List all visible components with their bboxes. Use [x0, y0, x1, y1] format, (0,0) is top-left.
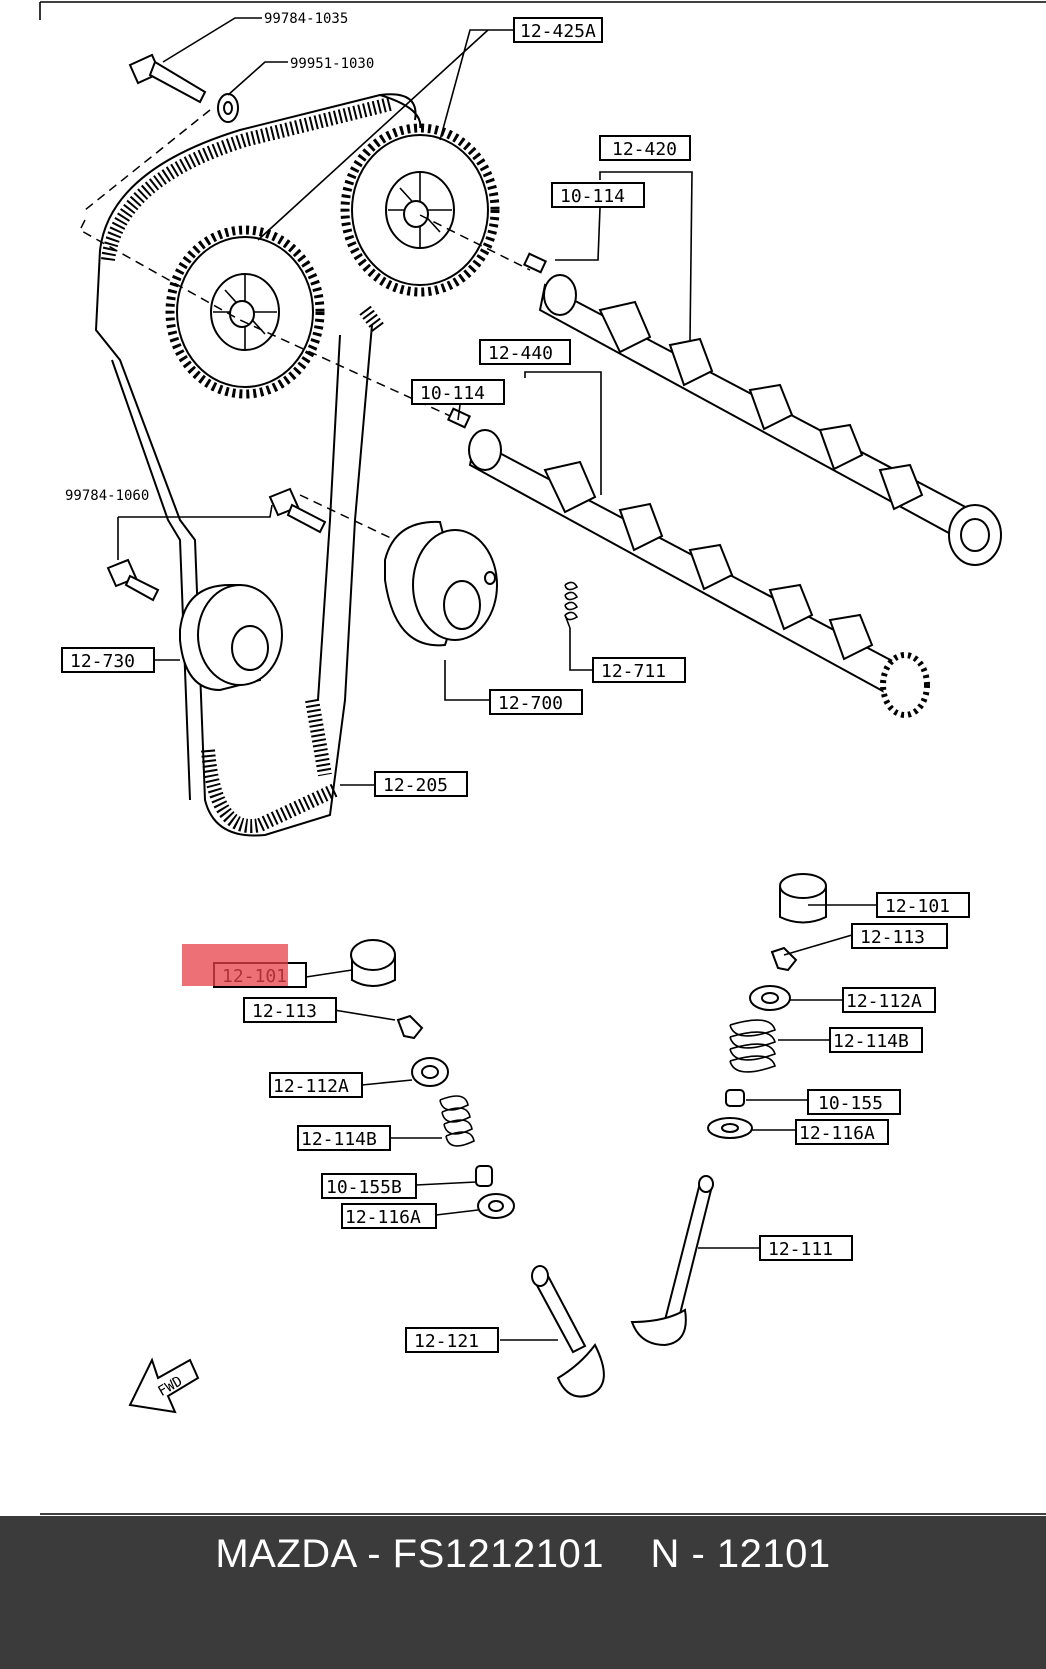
exploded-view: FWD 99784-1035 99951-1030 12-425: [39, 1, 1046, 1515]
bolt-mid: [268, 487, 327, 534]
spring-right: [729, 1019, 776, 1073]
label-pin-114-top: 10-114: [560, 186, 625, 207]
label-retainer-right: 12-112A: [846, 991, 922, 1012]
seat-left: [477, 1193, 515, 1219]
footer-bar: MAZDA - FS1212101 N - 12101: [0, 1516, 1046, 1669]
seat-right: [707, 1117, 753, 1139]
label-bolt-mid: 99784-1060: [65, 488, 149, 504]
keeper-left: [396, 1014, 424, 1040]
leader-lines: [117, 17, 877, 1341]
seal-left: [475, 1165, 493, 1187]
cam-gear-left: [165, 225, 325, 399]
label-tensioner-700: 12-700: [498, 693, 563, 714]
label-idler-730: 12-730: [70, 651, 135, 672]
camshaft-upper: [522, 252, 1002, 566]
label-washer-top: 99951-1030: [290, 56, 374, 72]
timing-belt: [94, 93, 422, 837]
keeper-right: [770, 946, 798, 972]
label-retainer-left: 12-112A: [273, 1076, 349, 1097]
label-keeper-left: 12-113: [252, 1001, 317, 1022]
tensioner-pulley: [384, 520, 498, 647]
tappet-left: [350, 939, 396, 987]
label-cam-440: 12-440: [488, 343, 553, 364]
part-number-title: MAZDA - FS1212101 N - 12101: [215, 1532, 831, 1576]
bolt-top: [128, 53, 207, 104]
label-gear-425a: 12-425A: [520, 21, 596, 42]
label-cam-420: 12-420: [612, 139, 677, 160]
intake-valve: [531, 1265, 605, 1398]
label-spring-711: 12-711: [601, 661, 666, 682]
fwd-arrow-icon: FWD: [128, 1357, 200, 1414]
washer-top: [217, 93, 239, 123]
label-pin-114-bottom: 10-114: [420, 383, 485, 404]
label-spring-left: 12-114B: [301, 1129, 377, 1150]
camshaft-lower: [446, 407, 930, 718]
tensioner-spring: [564, 581, 579, 629]
idler-pulley: [179, 584, 283, 692]
spring-left: [439, 1095, 475, 1147]
cam-gear-right: [340, 123, 500, 297]
label-seat-left: 12-116A: [345, 1207, 421, 1228]
label-spring-right: 12-114B: [833, 1031, 909, 1052]
label-seat-right: 12-116A: [799, 1123, 875, 1144]
retainer-left: [411, 1057, 449, 1087]
callouts: 99784-1035 99951-1030 12-425A 12-420 10-…: [61, 11, 970, 1353]
label-keeper-right: 12-113: [860, 927, 925, 948]
exhaust-valve: [630, 1175, 714, 1347]
tappet-right: [779, 873, 827, 924]
label-bolt-top: 99784-1035: [264, 11, 348, 27]
label-seal-right: 10-155: [818, 1093, 883, 1114]
parts-diagram: FWD 99784-1035 99951-1030 12-425: [39, 1, 1046, 1515]
bolt-low: [106, 558, 160, 602]
label-belt-205: 12-205: [383, 775, 448, 796]
highlight-marker: [182, 944, 288, 986]
label-valve-111: 12-111: [768, 1239, 833, 1260]
label-valve-121: 12-121: [414, 1331, 479, 1352]
retainer-right: [749, 985, 791, 1011]
label-seal-left: 10-155B: [326, 1177, 402, 1198]
label-tappet-right: 12-101: [885, 896, 950, 917]
seal-right: [725, 1089, 745, 1107]
